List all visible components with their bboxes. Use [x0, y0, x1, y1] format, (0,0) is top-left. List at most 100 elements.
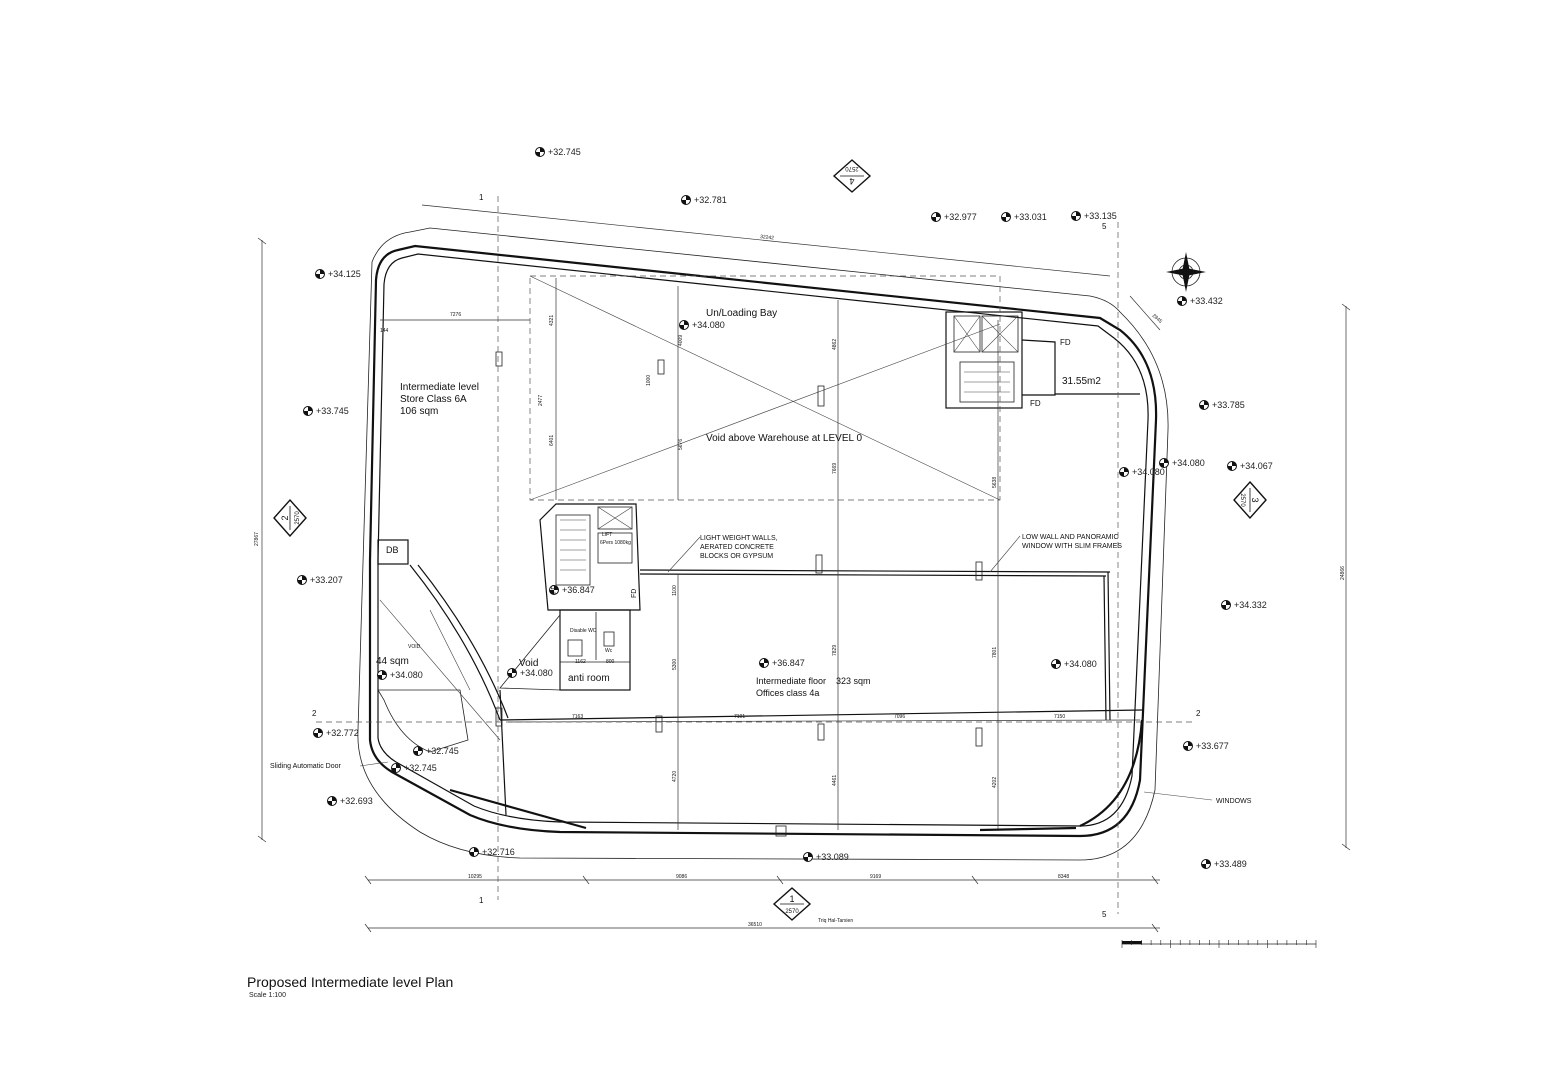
- level-marker: +36.847: [549, 585, 595, 595]
- level-marker: +34.125: [315, 269, 361, 279]
- column: [817, 385, 825, 407]
- column: [495, 351, 503, 367]
- curved-void-wall-b: [417, 564, 509, 719]
- dim-4009: 4009: [678, 335, 684, 346]
- void-label: Void: [519, 658, 538, 669]
- dim-top-label: 32242: [760, 234, 775, 241]
- db-box: [377, 539, 409, 565]
- level-marker: +34.080: [679, 320, 725, 330]
- level-marker: +33.677: [1183, 741, 1229, 751]
- level-label: +34.125: [328, 269, 361, 279]
- level-label: +32.772: [326, 728, 359, 738]
- level-label: +33.677: [1196, 741, 1229, 751]
- fd-label-core1: FD: [551, 585, 558, 594]
- section-marker-1: 1 2570: [772, 887, 812, 921]
- void-warehouse-label: Void above Warehouse at LEVEL 0: [706, 433, 862, 444]
- level-marker: +34.332: [1221, 600, 1267, 610]
- section-3-ref: 2570: [1239, 493, 1245, 507]
- void-outline: [529, 275, 1001, 501]
- drawing-title: Proposed Intermediate level Plan: [247, 974, 454, 990]
- dim-7150: 7150: [1054, 714, 1065, 720]
- section-marker-2: 2 2570: [273, 498, 307, 538]
- dim-9169: 9169: [870, 874, 881, 880]
- level-label: +34.080: [390, 670, 423, 680]
- dim-7801: 7801: [992, 647, 998, 658]
- dim-1100: 1100: [672, 585, 678, 596]
- drawing-scale: Scale 1:100: [249, 992, 286, 999]
- level-label: +33.785: [1212, 400, 1245, 410]
- sliding-door-note: Sliding Automatic Door: [270, 763, 341, 770]
- wall-left-pier: [499, 689, 507, 816]
- column: [817, 723, 825, 741]
- level-label: +34.080: [1172, 458, 1205, 468]
- level-label: +34.332: [1234, 600, 1267, 610]
- column: [775, 825, 787, 837]
- level-label: +36.847: [562, 585, 595, 595]
- level-marker: +32.745: [413, 746, 459, 756]
- section-3-number: 3: [1250, 497, 1260, 502]
- dim-4862: 4862: [832, 339, 838, 350]
- spiral-stair: [377, 689, 469, 753]
- level-label: +32.781: [694, 195, 727, 205]
- wall-offices-right-b: [1103, 575, 1107, 721]
- section-2-ref: 2570: [295, 511, 301, 525]
- area-44-label: 44 sqm: [376, 656, 409, 667]
- north-arrow: [1166, 252, 1206, 292]
- column: [975, 727, 983, 747]
- fd-label-core2: FD: [631, 589, 638, 598]
- dim-2477: 2477: [538, 395, 544, 406]
- section-4-ref: 2570: [845, 165, 859, 171]
- level-marker: +33.089: [803, 852, 849, 862]
- level-marker: +34.067: [1227, 461, 1273, 471]
- level-label: +34.067: [1240, 461, 1273, 471]
- dim-7163: 7163: [572, 714, 583, 720]
- light-walls-note-3: BLOCKS OR GYPSUM: [700, 553, 773, 560]
- column: [657, 359, 665, 375]
- level-marker: +33.207: [297, 575, 343, 585]
- level-marker: +32.745: [391, 763, 437, 773]
- level-marker: +33.785: [1199, 400, 1245, 410]
- dim-5676: 5676: [678, 439, 684, 450]
- section-4-number: 4: [849, 176, 854, 186]
- db-label: DB: [386, 545, 399, 555]
- dim-9086: 9086: [676, 874, 687, 880]
- level-marker: +34.080: [507, 668, 553, 678]
- level-marker: +33.745: [303, 406, 349, 416]
- dim-7096: 7096: [894, 714, 905, 720]
- column: [975, 561, 983, 581]
- section-1-number: 1: [789, 894, 794, 904]
- level-marker: +33.432: [1177, 296, 1223, 306]
- grid-label-1-bottom: 1: [479, 896, 484, 905]
- level-label: +32.716: [482, 847, 515, 857]
- wall-curtain-line: [499, 709, 1143, 721]
- level-label: +34.080: [1132, 467, 1165, 477]
- level-marker: +34.080: [377, 670, 423, 680]
- level-label: +33.432: [1190, 296, 1223, 306]
- curved-void-wall: [409, 564, 501, 721]
- level-label: +33.745: [316, 406, 349, 416]
- offices-label-1: Intermediate floor 323 sqm: [756, 676, 871, 686]
- level-label: +33.135: [1084, 211, 1117, 221]
- void-diagonal-1: [529, 275, 1001, 501]
- level-marker: +36.847: [759, 658, 805, 668]
- dim-4720: 4720: [672, 771, 678, 782]
- store-label-1: Intermediate level: [400, 382, 479, 393]
- level-marker: +34.080: [1159, 458, 1205, 468]
- level-marker: +33.489: [1201, 859, 1247, 869]
- dim-5638: 5638: [992, 477, 998, 488]
- dim-5300: 5300: [672, 659, 678, 670]
- windows-note: WINDOWS: [1216, 798, 1252, 805]
- dim-7101: 7101: [734, 714, 745, 720]
- stair-core-ne: [945, 311, 1023, 409]
- dim-total: 36510: [748, 922, 762, 928]
- dim-right-label: 24866: [1340, 566, 1346, 580]
- level-marker: +32.716: [469, 847, 515, 857]
- section-1-ref: 2570: [785, 909, 799, 915]
- section-marker-3: 3 2570: [1233, 480, 1267, 520]
- dim-top: [421, 204, 1111, 277]
- column: [815, 554, 823, 574]
- dim-7669: 7669: [832, 463, 838, 474]
- level-label: +34.080: [520, 668, 553, 678]
- level-label: +32.693: [340, 796, 373, 806]
